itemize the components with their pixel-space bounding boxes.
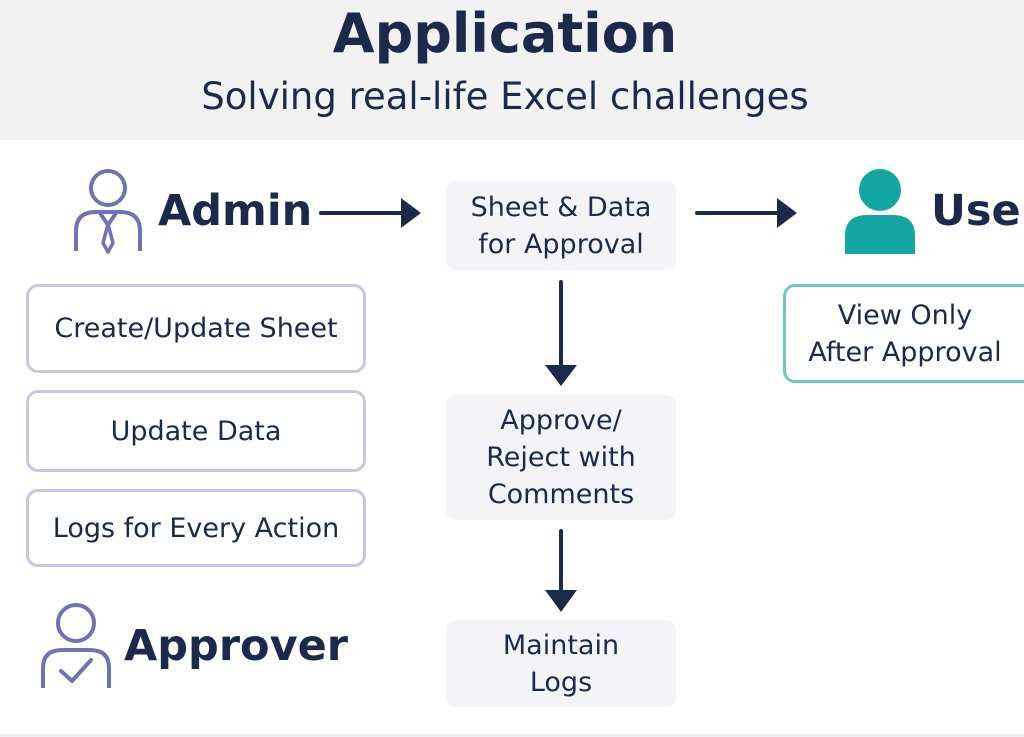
user-view-only-line-2: After Approval (808, 336, 1002, 368)
admin-task-logs-every-action: Logs for Every Action (26, 489, 366, 567)
bottom-divider (0, 734, 1024, 737)
admin-person-tie-icon (74, 169, 142, 254)
approver-person-check-icon (41, 603, 111, 688)
maintain-logs-box: Maintain Logs (446, 620, 676, 707)
sheet-data-approval-line-2: for Approval (478, 228, 644, 260)
approve-reject-line-3: Comments (487, 479, 635, 510)
admin-to-approval-arrow-icon (319, 198, 421, 228)
page-subtitle: Solving real-life Excel challenges (201, 75, 809, 118)
admin-label: Admin (158, 186, 313, 236)
admin-task-update-data: Update Data (26, 390, 366, 472)
sheet-data-approval-box: Sheet & Data for Approval (446, 181, 676, 270)
user-label: User (931, 186, 1024, 236)
approval-to-user-arrow-icon (695, 198, 797, 228)
maintain-logs-line-1: Maintain (502, 629, 620, 661)
user-view-only-box: View Only After Approval (783, 284, 1024, 383)
user-person-icon (845, 169, 915, 254)
page-title: Application (332, 2, 678, 65)
maintain-logs-line-2: Logs (529, 666, 593, 698)
approve-reject-line-2: Reject with (486, 442, 636, 473)
approve-reject-line-1: Approve/ (500, 405, 622, 436)
approver-label: Approver (124, 621, 348, 671)
user-view-only-line-1: View Only (837, 299, 973, 331)
approve-reject-comments-box: Approve/ Reject with Comments (446, 395, 676, 520)
header-band (0, 0, 1024, 140)
admin-task-create-update-sheet: Create/Update Sheet (26, 284, 366, 373)
sheet-data-approval-line-1: Sheet & Data (470, 191, 652, 223)
approval-to-review-arrow-icon (545, 280, 577, 386)
review-to-logs-arrow-icon (545, 529, 577, 612)
